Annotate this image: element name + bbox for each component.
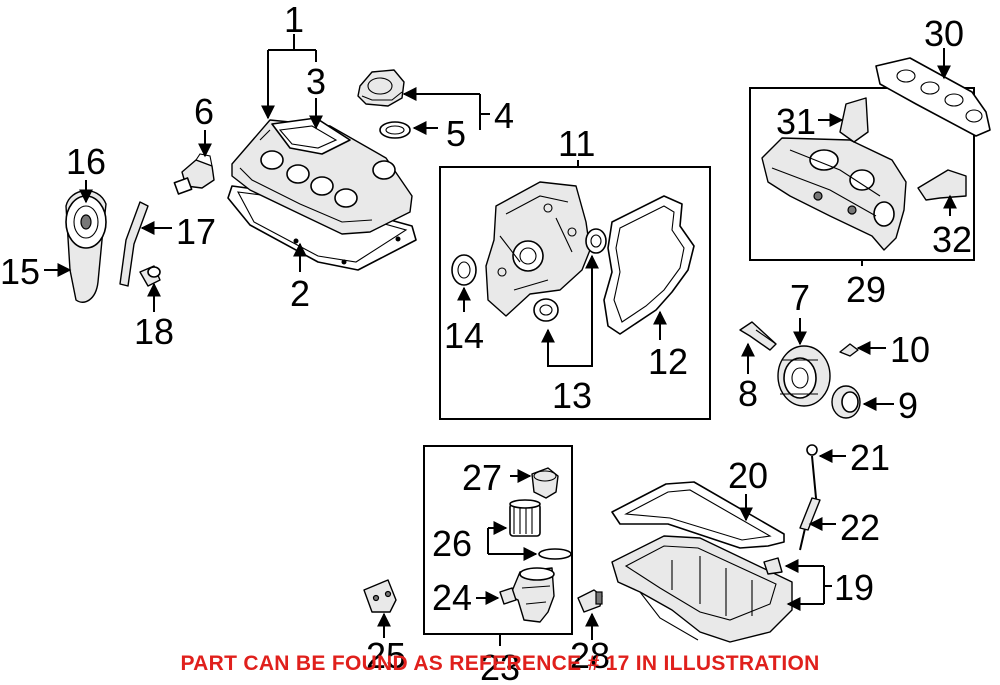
cam-seal-lower bbox=[533, 298, 559, 322]
callout-13: 13 bbox=[552, 375, 592, 416]
pulley-bolt bbox=[739, 321, 777, 351]
callout-32: 32 bbox=[932, 219, 972, 260]
intake-manifold bbox=[761, 137, 907, 251]
housing-fitting bbox=[499, 587, 517, 605]
timing-cover-gasket bbox=[603, 195, 695, 335]
chain-tensioner bbox=[139, 265, 161, 287]
intake-gasket bbox=[875, 57, 991, 137]
callout-11: 11 bbox=[558, 123, 595, 164]
callout-16: 16 bbox=[66, 141, 106, 182]
oil-filter-housing bbox=[509, 567, 555, 623]
oil-pressure-switch bbox=[577, 589, 603, 613]
reference-notice: PART CAN BE FOUND AS REFERENCE # 17 IN I… bbox=[180, 652, 820, 675]
callout-27: 27 bbox=[462, 457, 502, 498]
dipstick bbox=[799, 444, 821, 551]
callout-18: 18 bbox=[134, 311, 174, 352]
callout-28: 28 bbox=[570, 635, 610, 676]
callout-22: 22 bbox=[840, 507, 880, 548]
callout-numbers: 1 3 2 4 5 6 16 15 17 18 11 14 13 12 31 3… bbox=[0, 0, 972, 685]
crankshaft-hub bbox=[831, 385, 861, 419]
crank-seal bbox=[451, 254, 477, 286]
callout-30: 30 bbox=[924, 13, 964, 54]
callout-4: 4 bbox=[494, 95, 514, 136]
callout-25: 25 bbox=[366, 635, 406, 676]
oil-filler-cap bbox=[357, 69, 405, 107]
callout-24: 24 bbox=[432, 577, 472, 618]
callout-21: 21 bbox=[850, 437, 890, 478]
callout-5: 5 bbox=[446, 113, 466, 154]
callout-8: 8 bbox=[738, 373, 758, 414]
callout-2: 2 bbox=[290, 273, 310, 314]
callout-26: 26 bbox=[432, 523, 472, 564]
callout-9: 9 bbox=[898, 385, 918, 426]
oil-pan-gasket bbox=[611, 481, 785, 549]
callout-31: 31 bbox=[776, 101, 816, 142]
group-box-timing-cover bbox=[439, 166, 711, 420]
oil-filter-housing-cap bbox=[531, 467, 559, 499]
crankshaft-pulley bbox=[777, 345, 831, 407]
mount-bracket bbox=[363, 579, 397, 613]
callout-29: 29 bbox=[846, 269, 886, 310]
intake-bracket-upper bbox=[839, 97, 869, 143]
callout-6: 6 bbox=[194, 91, 214, 132]
cap-seal-ring bbox=[379, 121, 411, 139]
callout-23: 23 bbox=[480, 647, 520, 685]
leader-lines bbox=[44, 34, 957, 646]
callout-15: 15 bbox=[0, 251, 40, 292]
timing-chain-guide bbox=[65, 189, 107, 303]
callout-10: 10 bbox=[890, 329, 930, 370]
callout-12: 12 bbox=[648, 341, 688, 382]
intake-bracket-lower bbox=[917, 169, 967, 201]
oil-filter-element bbox=[509, 499, 541, 537]
filter-o-ring bbox=[538, 548, 572, 560]
woodruff-key bbox=[839, 343, 859, 357]
callout-1: 1 bbox=[284, 0, 304, 40]
cam-seal-upper bbox=[585, 228, 607, 254]
callout-3: 3 bbox=[306, 61, 326, 102]
group-box-oil-filter bbox=[423, 445, 573, 635]
pcv-valve bbox=[173, 153, 215, 195]
oil-pan bbox=[611, 535, 793, 643]
callout-7: 7 bbox=[790, 277, 810, 318]
callout-19: 19 bbox=[834, 567, 874, 608]
callout-14: 14 bbox=[444, 315, 484, 356]
timing-cover bbox=[485, 181, 591, 317]
callout-20: 20 bbox=[728, 455, 768, 496]
drain-plug bbox=[763, 557, 783, 575]
callout-17: 17 bbox=[176, 211, 216, 252]
